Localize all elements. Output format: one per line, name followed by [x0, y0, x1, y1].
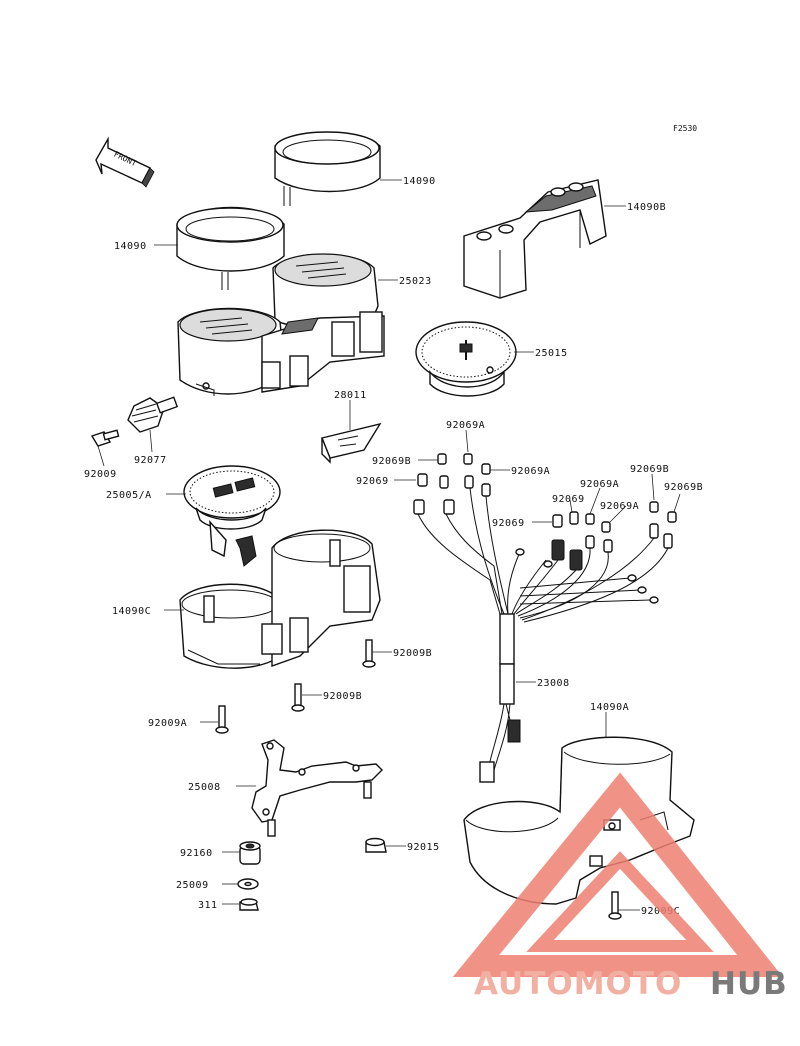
bulb-sockets-and-harness — [413, 453, 677, 783]
callout-92069B-2: 92069B — [630, 464, 669, 475]
callout-25008: 25008 — [188, 782, 221, 793]
meter-case-lower — [177, 253, 385, 396]
nut-311 — [239, 898, 259, 911]
callout-28011: 28011 — [334, 390, 367, 401]
watermark-logo-icon — [452, 772, 783, 977]
watermark-text: AUTOMOTO HUB — [474, 966, 788, 1002]
callout-92069-2: 92069 — [552, 494, 585, 505]
callout-92009A: 92009A — [148, 718, 187, 729]
drive-gear — [127, 396, 179, 433]
grommet-92160 — [239, 841, 261, 865]
callout-14090-left: 14090 — [114, 241, 147, 252]
callout-labels: 14090 14090 14090B 25023 25015 28011 920… — [84, 176, 703, 917]
tachometer-unit — [415, 321, 517, 397]
nut-92015 — [365, 837, 387, 853]
mounting-bracket — [251, 739, 383, 837]
callout-25015: 25015 — [535, 348, 568, 359]
callout-92077: 92077 — [134, 455, 167, 466]
callout-92069-1: 92069 — [356, 476, 389, 487]
callout-92009B-2: 92009B — [323, 691, 362, 702]
watermark-automoto: AUTOMOTO — [474, 966, 682, 1002]
callout-92069A-4: 92069A — [600, 501, 639, 512]
callout-14090B: 14090B — [627, 202, 666, 213]
leader-lines — [97, 179, 681, 911]
figure-code: F2530 — [673, 124, 697, 133]
callout-92009B-1: 92009B — [393, 648, 432, 659]
callout-92069A-1: 92069A — [446, 420, 485, 431]
callout-23008: 23008 — [537, 678, 570, 689]
screw-92009C — [608, 891, 622, 920]
speedometer-unit — [183, 465, 281, 567]
callout-92069B-3: 92069B — [664, 482, 703, 493]
screw-92009B-center — [291, 683, 305, 712]
washer-25009 — [237, 878, 259, 890]
meter-cover-top — [274, 131, 381, 206]
callout-311: 311 — [198, 900, 218, 911]
callout-25009: 25009 — [176, 880, 209, 891]
callout-92160: 92160 — [180, 848, 213, 859]
callout-14090A: 14090A — [590, 702, 629, 713]
callout-92069-3: 92069 — [492, 518, 525, 529]
screw-92009 — [90, 429, 120, 447]
callout-92009: 92009 — [84, 469, 117, 480]
callout-25023: 25023 — [399, 276, 432, 287]
callout-92069B-1: 92069B — [372, 456, 411, 467]
callout-92069A-2: 92069A — [511, 466, 550, 477]
watermark-hub: HUB — [710, 966, 788, 1002]
screw-92009B-right — [362, 639, 376, 668]
meter-lower-cover — [463, 736, 695, 905]
meter-cover-left — [176, 206, 285, 290]
meter-housing-lower — [179, 529, 381, 669]
callout-92069A-3: 92069A — [580, 479, 619, 490]
callout-14090C: 14090C — [112, 606, 151, 617]
callout-14090-top: 14090 — [403, 176, 436, 187]
indicator-panel — [321, 422, 382, 464]
meter-bracket-cover — [463, 179, 607, 299]
screw-92009A — [215, 705, 229, 734]
front-arrow-icon: FRONT — [95, 136, 155, 188]
callout-25005A: 25005/A — [106, 490, 152, 501]
callout-92015: 92015 — [407, 842, 440, 853]
